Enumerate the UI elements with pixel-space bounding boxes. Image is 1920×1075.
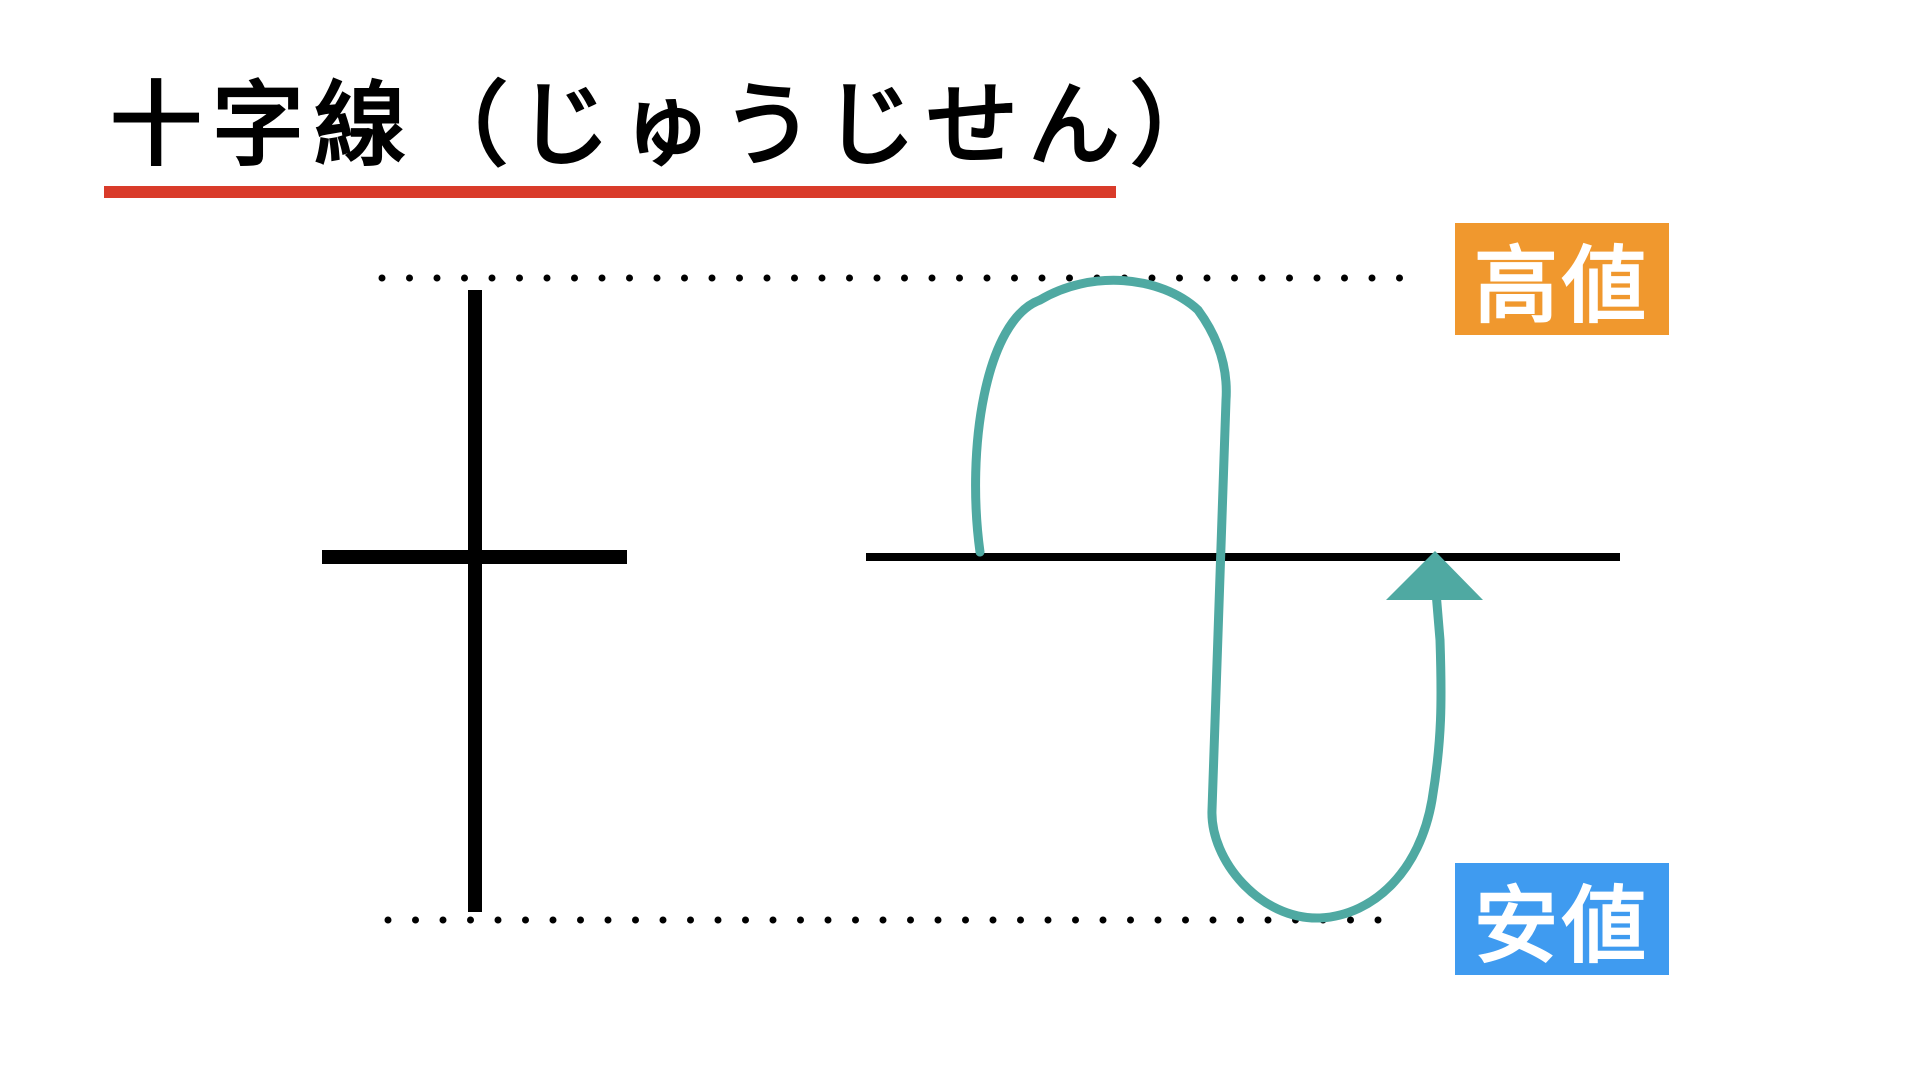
price-movement-path [971,275,1446,923]
title-underline [104,186,1116,198]
low-price-label: 安値 [1455,863,1669,975]
high-price-label: 高値 [1455,223,1669,335]
path-arrowhead [1386,551,1483,600]
page-title: 十字線（じゅうじせん） [110,71,1233,179]
